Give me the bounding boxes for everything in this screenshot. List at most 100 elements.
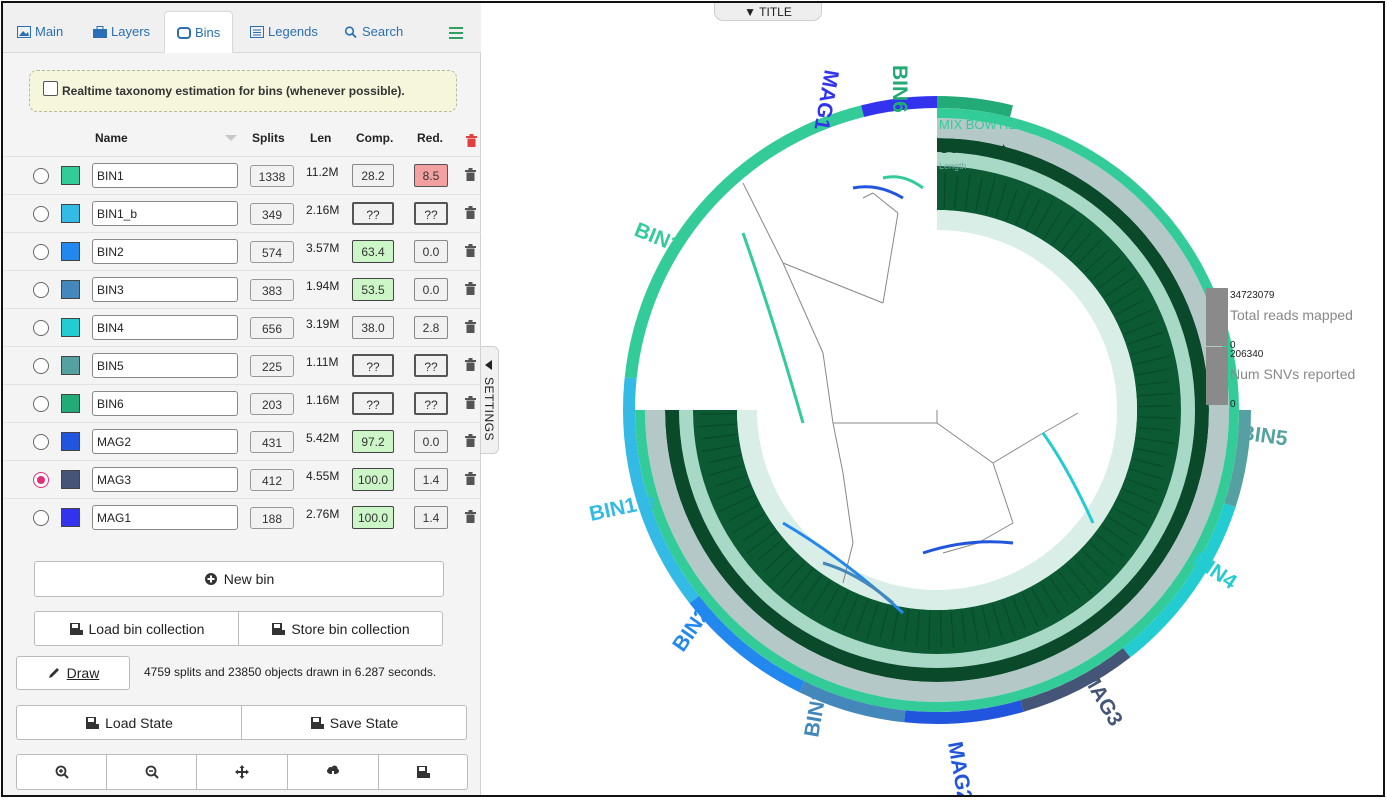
tab-layers[interactable]: Layers [93,11,150,53]
tree-branch [872,192,899,214]
bin-select-radio[interactable] [33,320,49,336]
delete-bin-trash-icon[interactable] [465,396,476,409]
bin-segment-bin3 [799,681,906,723]
bin-completion[interactable]: 100.0 [352,468,394,491]
bin-color-swatch[interactable] [61,394,80,413]
bin-redundancy[interactable]: 0.0 [414,240,448,263]
load-bin-collection-button[interactable]: Load bin collection [34,611,239,646]
delete-bin-trash-icon[interactable] [465,244,476,257]
coverage-bar [1012,597,1026,630]
zoom-in-button[interactable] [16,754,107,790]
bin-completion[interactable]: 28.2 [352,164,394,187]
coverage-bar [757,539,783,561]
tree-branch [832,422,844,474]
load-state-button[interactable]: Load State [16,705,242,740]
bin-label-mag3: MAG3 [1077,666,1127,730]
delete-bin-trash-icon[interactable] [465,168,476,181]
bin-color-swatch[interactable] [61,242,80,261]
bin-completion[interactable]: ?? [352,202,394,225]
bin-completion[interactable]: 63.4 [352,240,394,263]
bin-redundancy[interactable]: 1.4 [414,468,448,491]
delete-bin-trash-icon[interactable] [465,358,476,371]
bin-length: 1.11M [306,355,339,369]
coverage-bar [1124,321,1156,335]
delete-bin-trash-icon[interactable] [465,434,476,447]
bin-name-input[interactable] [92,505,238,530]
bin-color-swatch[interactable] [61,356,80,375]
bin-name-input[interactable] [92,429,238,454]
download-svg-button[interactable] [287,754,379,790]
bin-name-input[interactable] [92,277,238,302]
coverage-bar [1015,190,1031,225]
save-state-button[interactable]: Save State [241,705,467,740]
settings-toggle[interactable]: SETTINGS [481,346,499,454]
bin-color-swatch[interactable] [61,204,80,223]
delete-bin-trash-icon[interactable] [465,206,476,219]
bin-name-input[interactable] [92,239,238,264]
bin-name-input[interactable] [92,467,238,492]
bin-color-swatch[interactable] [61,166,80,185]
tab-search[interactable]: Search [344,11,403,53]
zoom-out-button[interactable] [106,754,197,790]
save-svg-button[interactable] [378,754,468,790]
bin-select-radio[interactable] [33,434,49,450]
bin-name-input[interactable] [92,163,238,188]
center-button[interactable] [196,754,288,790]
bin-select-radio[interactable] [33,472,49,488]
bin-select-radio[interactable] [33,206,49,222]
bin-name-input[interactable] [92,353,238,378]
store-bin-collection-button[interactable]: Store bin collection [238,611,443,646]
coverage-bar [1135,447,1170,456]
bin-completion[interactable]: 38.0 [352,316,394,339]
tab-bins[interactable]: Bins [164,11,234,53]
bin-color-swatch[interactable] [61,508,80,527]
tree-canvas[interactable]: MIX BOWTIE2GC-contentLengthBIN6MAG1BIN1B… [3,3,1383,795]
bin-select-radio[interactable] [33,168,49,184]
bin-color-swatch[interactable] [61,432,80,451]
coverage-bar [1119,308,1153,326]
bin-redundancy[interactable]: 0.0 [414,278,448,301]
bin-length: 3.57M [306,241,340,255]
bin-completion[interactable]: 97.2 [352,430,394,453]
bin-select-radio[interactable] [33,282,49,298]
bin-select-radio[interactable] [33,358,49,374]
bin-redundancy[interactable]: 0.0 [414,430,448,453]
realtime-taxonomy-checkbox[interactable] [43,81,58,96]
zoom-out-icon [145,765,159,779]
draw-button[interactable]: Draw [16,656,130,690]
bin-redundancy[interactable]: 2.8 [414,316,448,339]
coverage-bar [1060,222,1084,252]
tab-main[interactable]: Main [17,11,63,53]
bin-select-radio[interactable] [33,510,49,526]
tab-legends[interactable]: Legends [250,11,318,53]
tab-label: Bins [195,25,221,40]
bin-redundancy[interactable]: ?? [414,202,448,225]
sort-caret-icon[interactable] [225,135,237,141]
new-bin-button[interactable]: New bin [34,561,444,597]
bin-completion[interactable]: 53.5 [352,278,394,301]
bin-select-radio[interactable] [33,244,49,260]
bin-color-swatch[interactable] [61,470,80,489]
bin-name-input[interactable] [92,391,238,416]
bin-name-input[interactable] [92,315,238,340]
bin-select-radio[interactable] [33,396,49,412]
delete-bin-trash-icon[interactable] [465,320,476,333]
delete-bin-trash-icon[interactable] [465,510,476,523]
bin-color-swatch[interactable] [61,318,80,337]
bin-redundancy[interactable]: 1.4 [414,506,448,529]
bin-redundancy[interactable]: ?? [414,392,448,415]
bin-redundancy[interactable]: 8.5 [414,164,448,187]
bin-length: 5.42M [306,431,340,445]
bin-redundancy[interactable]: ?? [414,354,448,377]
delete-all-trash-icon[interactable] [466,134,477,147]
title-toggle-button[interactable]: ▼ TITLE [714,3,822,21]
bin-name-input[interactable] [92,201,238,226]
bin-completion[interactable]: ?? [352,392,394,415]
bin-completion[interactable]: ?? [352,354,394,377]
bin-color-swatch[interactable] [61,280,80,299]
delete-bin-trash-icon[interactable] [465,472,476,485]
menu-icon[interactable] [449,27,463,39]
delete-bin-trash-icon[interactable] [465,282,476,295]
bin-completion[interactable]: 100.0 [352,506,394,529]
coverage-bar [781,562,805,589]
